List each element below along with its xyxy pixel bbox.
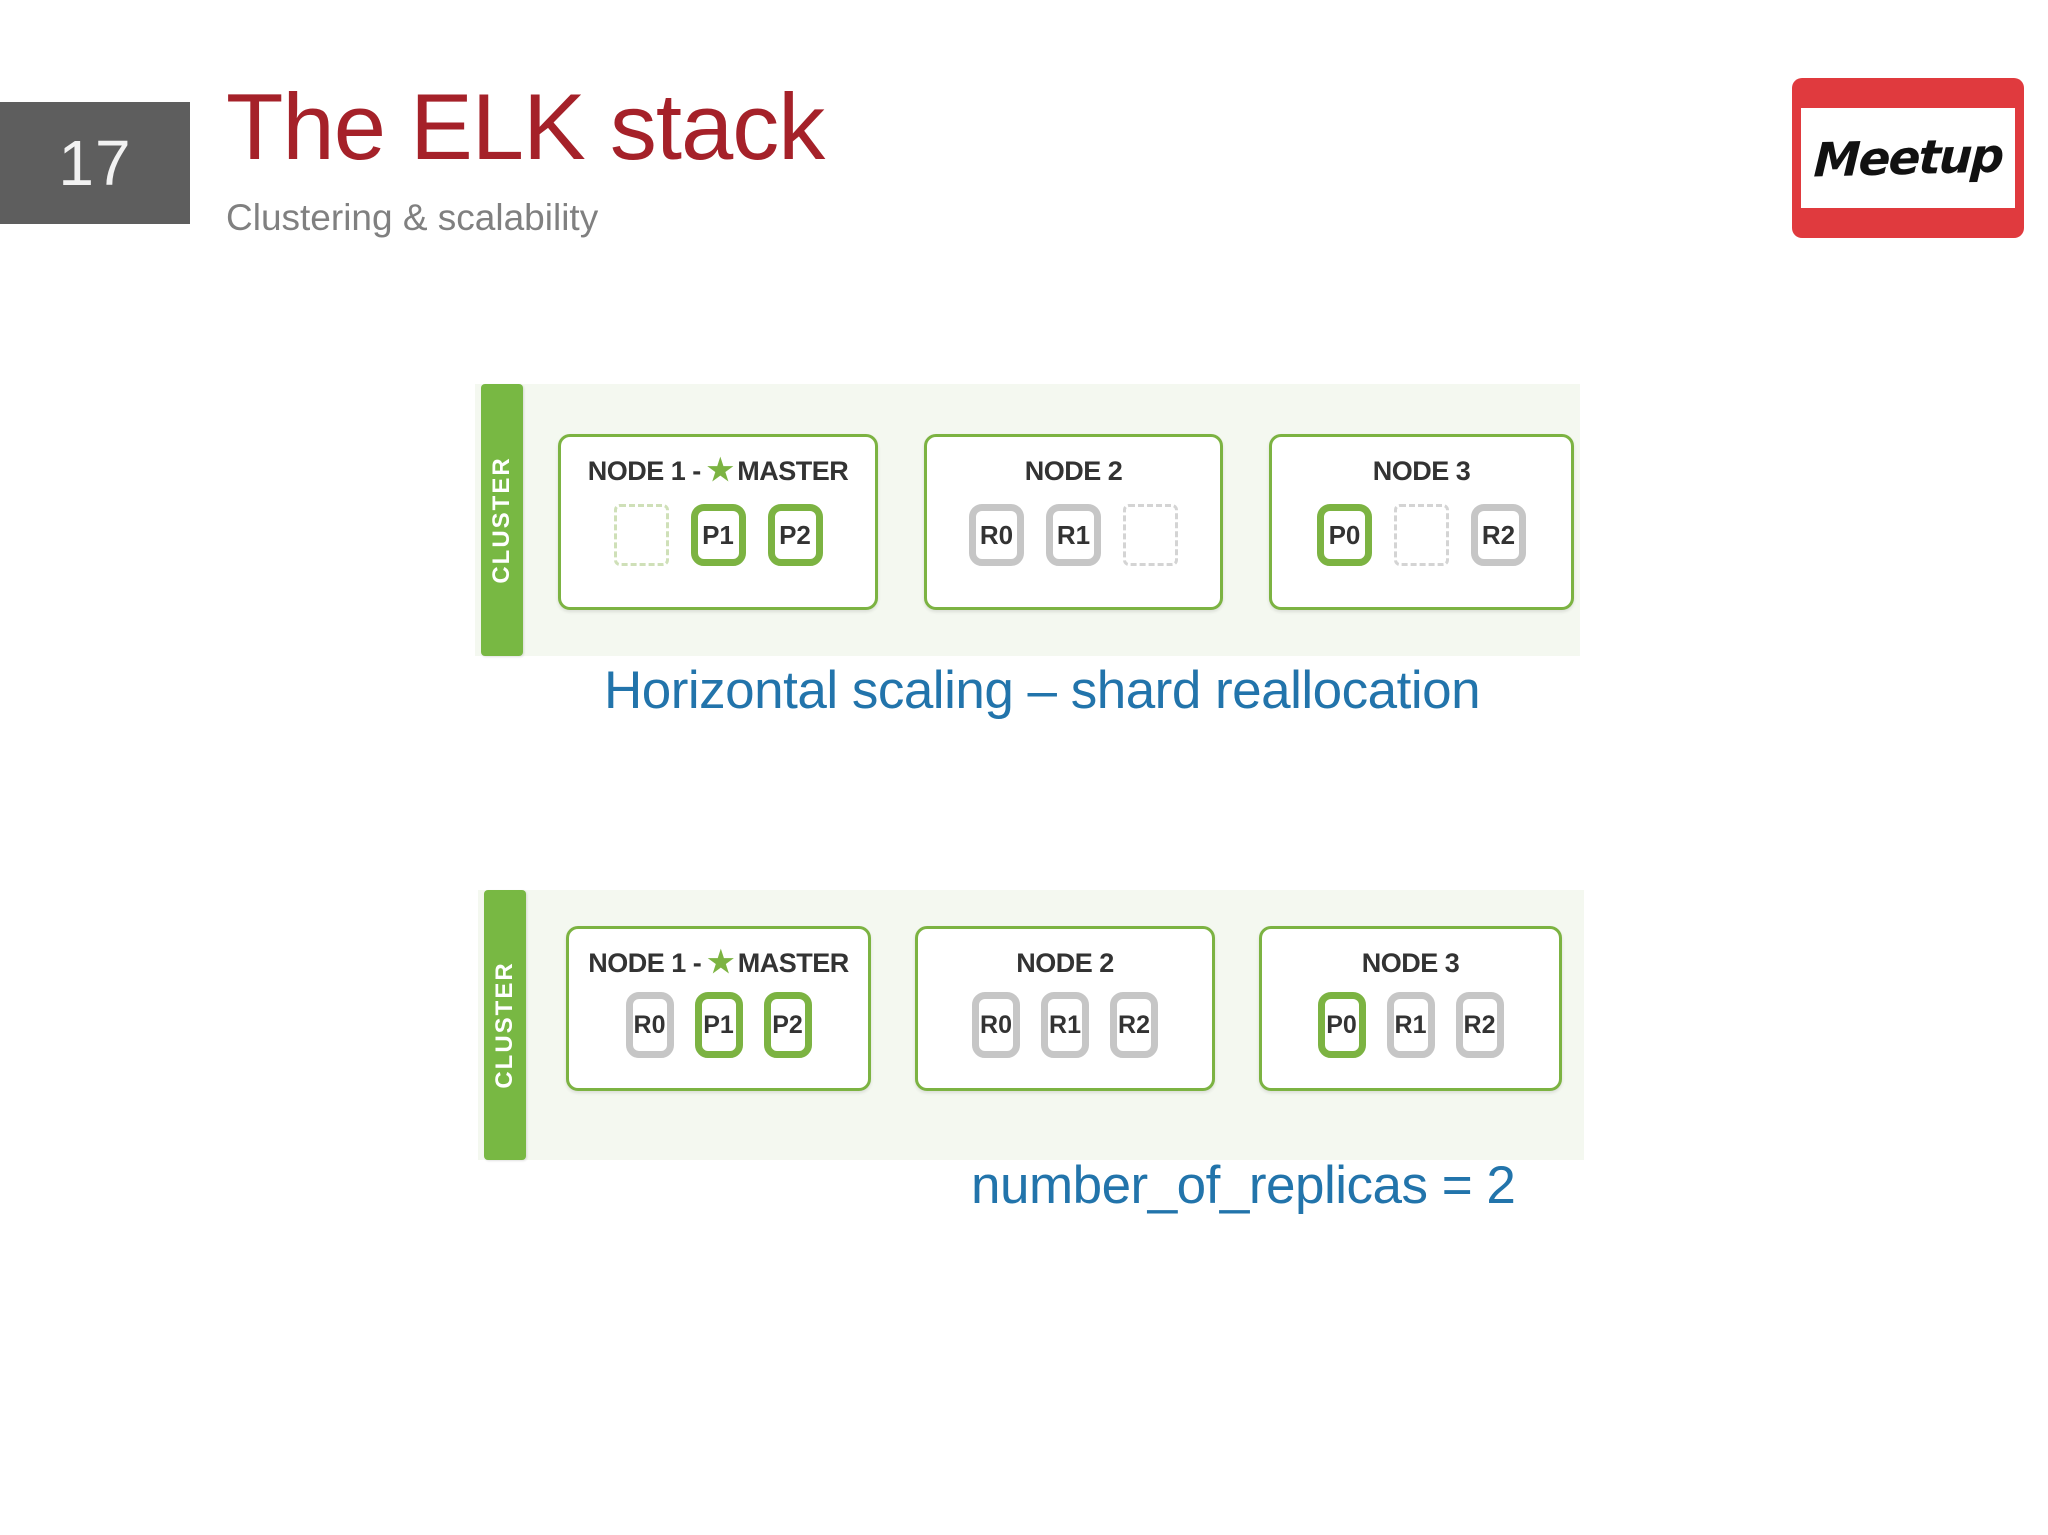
cluster-diagram-top: CLUSTER NODE 1 - ★ MASTER P1 P2 NODE 2 R… (475, 384, 1580, 656)
shard-empty-slot[interactable] (1123, 504, 1178, 566)
page-title: The ELK stack (226, 74, 825, 179)
shard-p2[interactable]: P2 (763, 992, 812, 1058)
shard-r2[interactable]: R2 (1455, 992, 1504, 1058)
cluster-sidebar-label: CLUSTER (491, 961, 518, 1089)
shards-row-2-bottom: R0 R1 R2 (972, 992, 1158, 1058)
meetup-logo-inner: Meetup (1801, 108, 2015, 208)
node-title-3-top: NODE 3 (1372, 456, 1471, 486)
node-title-2-bottom: NODE 2 (1016, 948, 1114, 978)
shards-row-1-top: P1 P2 (613, 504, 823, 566)
slide-number-badge: 17 (0, 102, 190, 224)
node-box-1-bottom[interactable]: NODE 1 - ★ MASTER R0 P1 P2 (566, 926, 871, 1091)
shard-r0[interactable]: R0 (625, 992, 674, 1058)
shard-r2[interactable]: R2 (1471, 504, 1526, 566)
meetup-logo: Meetup (1792, 78, 2024, 238)
node-title-1-bottom: NODE 1 - ★ MASTER (588, 945, 850, 979)
shard-p0[interactable]: P0 (1317, 504, 1372, 566)
node-title-1-text: NODE 1 - (587, 456, 702, 486)
node-master-label-1: MASTER (737, 948, 850, 978)
node-box-2-top[interactable]: NODE 2 R0 R1 (924, 434, 1223, 610)
node-box-1-top[interactable]: NODE 1 - ★ MASTER P1 P2 (558, 434, 878, 610)
shard-r1[interactable]: R1 (1046, 504, 1101, 566)
shard-r1[interactable]: R1 (1041, 992, 1089, 1058)
shard-r2[interactable]: R2 (1110, 992, 1158, 1058)
nodes-row-bottom: NODE 1 - ★ MASTER R0 P1 P2 NODE 2 R0 R1 … (566, 926, 1562, 1091)
title-block: The ELK stack (226, 74, 825, 179)
meetup-wordmark: Meetup (1812, 128, 2004, 188)
shard-r1[interactable]: R1 (1386, 992, 1435, 1058)
cluster-sidebar-label: CLUSTER (488, 456, 515, 584)
caption-number-of-replicas: number_of_replicas = 2 (971, 1156, 1516, 1215)
node-title-1-top: NODE 1 - ★ MASTER (587, 453, 849, 487)
node-title-1-text: NODE 1 - (588, 948, 702, 978)
shard-p1[interactable]: P1 (694, 992, 743, 1058)
shard-p0[interactable]: P0 (1317, 992, 1366, 1058)
cluster-sidebar-bottom: CLUSTER (484, 890, 526, 1160)
node-master-label-1: MASTER (737, 456, 849, 486)
node-box-2-bottom[interactable]: NODE 2 R0 R1 R2 (915, 926, 1215, 1091)
shard-p2[interactable]: P2 (767, 504, 823, 566)
shard-empty-slot[interactable] (613, 504, 669, 566)
cluster-diagram-bottom: CLUSTER NODE 1 - ★ MASTER R0 P1 P2 NODE … (478, 890, 1584, 1160)
node-title-2-top: NODE 2 (1024, 456, 1123, 486)
shard-p1[interactable]: P1 (690, 504, 746, 566)
shards-row-2-top: R0 R1 (969, 504, 1178, 566)
shard-r0[interactable]: R0 (969, 504, 1024, 566)
shard-r0[interactable]: R0 (972, 992, 1020, 1058)
node-box-3-bottom[interactable]: NODE 3 P0 R1 R2 (1259, 926, 1562, 1091)
nodes-row-top: NODE 1 - ★ MASTER P1 P2 NODE 2 R0 R1 NOD… (558, 434, 1574, 610)
master-star-icon: ★ (707, 945, 734, 979)
shards-row-1-bottom: R0 P1 P2 (625, 992, 812, 1058)
shards-row-3-bottom: P0 R1 R2 (1317, 992, 1504, 1058)
shard-empty-slot[interactable] (1394, 504, 1449, 566)
page-subtitle: Clustering & scalability (226, 197, 599, 238)
cluster-sidebar-top: CLUSTER (481, 384, 523, 656)
node-title-3-bottom: NODE 3 (1361, 948, 1460, 978)
node-box-3-top[interactable]: NODE 3 P0 R2 (1269, 434, 1574, 610)
caption-horizontal-scaling: Horizontal scaling – shard reallocation (604, 661, 1481, 720)
master-star-icon: ★ (706, 453, 734, 487)
shards-row-3-top: P0 R2 (1317, 504, 1526, 566)
slide-number: 17 (58, 127, 132, 199)
